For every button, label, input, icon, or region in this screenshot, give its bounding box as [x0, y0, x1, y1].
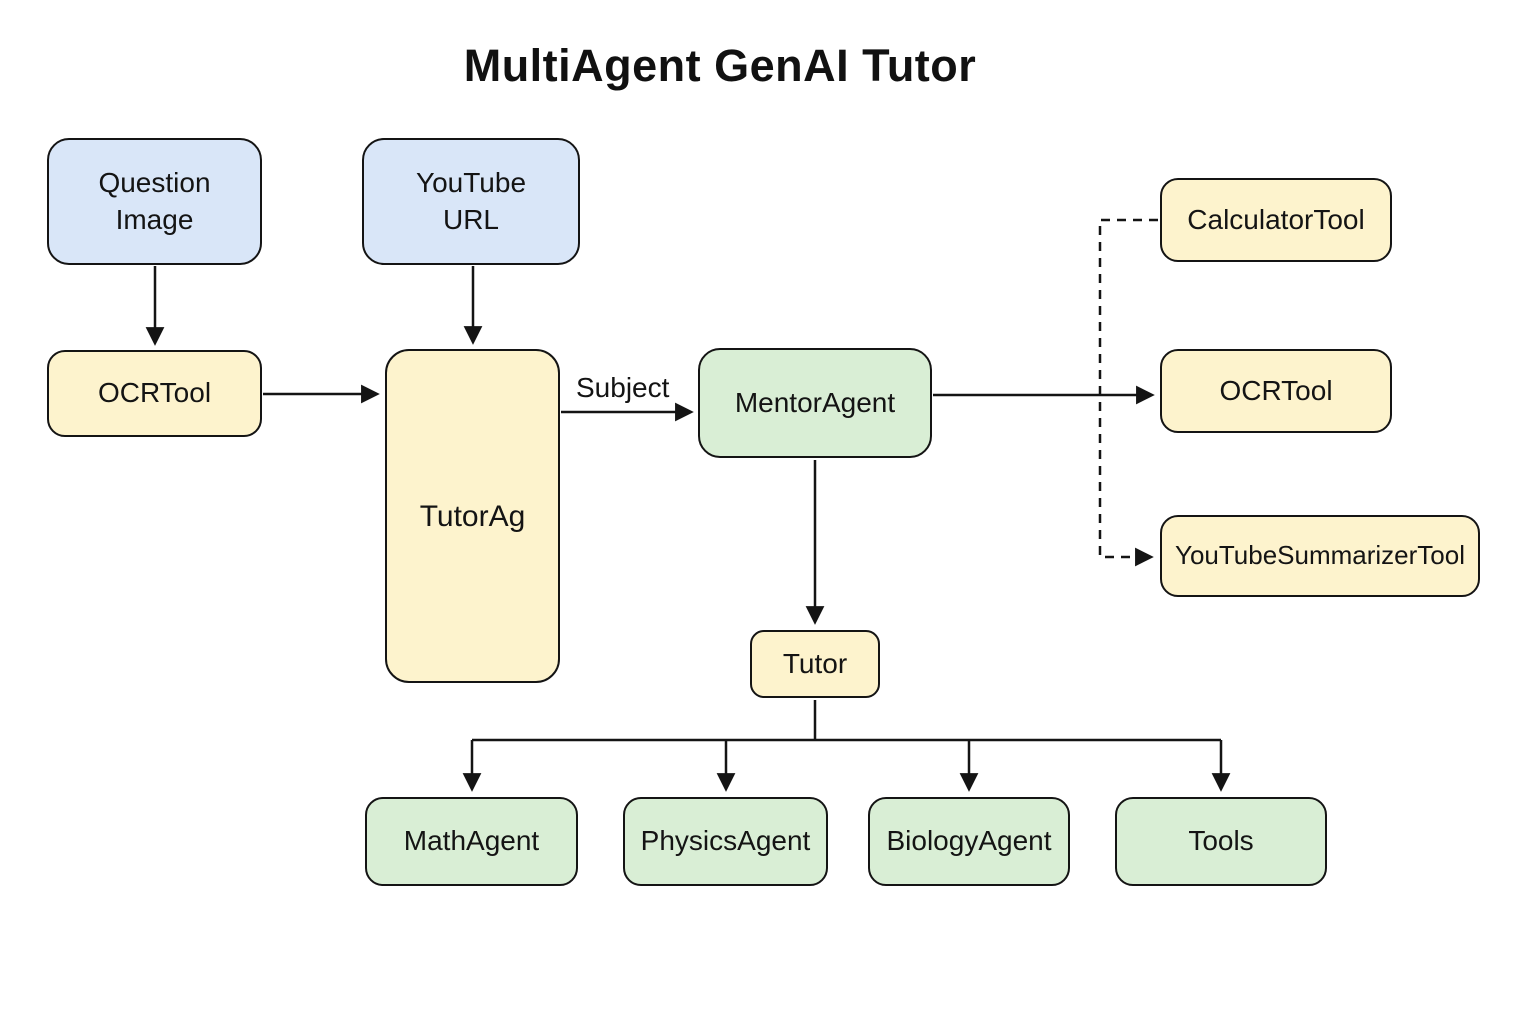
- node-mentor-agent-label: MentorAgent: [734, 386, 896, 418]
- node-tutor: Tutor: [750, 630, 880, 698]
- diagram-title: MultiAgent GenAI Tutor: [463, 40, 977, 91]
- node-ocr-tool-left: OCRTool: [47, 350, 262, 437]
- node-tutor-ag: TutorAg: [385, 349, 560, 683]
- node-ocr-tool-left-label: OCRTool: [97, 377, 212, 409]
- node-biology-agent: BiologyAgent: [868, 797, 1070, 886]
- node-math-agent: MathAgent: [365, 797, 578, 886]
- edge-dashed-calculatortool-youtubesummarizertool: [1098, 218, 1158, 567]
- edge-label-subject: Subject: [576, 372, 670, 403]
- node-tutor-ag-label: TutorAg: [419, 499, 526, 533]
- node-calculator-tool: CalculatorTool: [1160, 178, 1392, 262]
- node-mentor-agent: MentorAgent: [698, 348, 932, 458]
- node-tools-label: Tools: [1188, 825, 1254, 857]
- node-math-agent-label: MathAgent: [403, 825, 540, 857]
- node-physics-agent: PhysicsAgent: [623, 797, 828, 886]
- node-youtube-url: YouTube URL: [362, 138, 580, 265]
- node-question-image-label: Question Image: [98, 167, 211, 235]
- node-youtube-summarizer-tool-label: YouTubeSummarizerTool: [1175, 540, 1465, 571]
- node-youtube-summarizer-tool: YouTubeSummarizerTool: [1160, 515, 1480, 597]
- node-calculator-tool-label: CalculatorTool: [1187, 203, 1365, 235]
- node-tools: Tools: [1115, 797, 1327, 886]
- node-physics-agent-label: PhysicsAgent: [640, 825, 811, 857]
- node-ocr-tool-right: OCRTool: [1160, 349, 1392, 433]
- node-youtube-url-label: YouTube URL: [415, 167, 527, 235]
- node-question-image: Question Image: [47, 138, 262, 265]
- node-tutor-label: Tutor: [782, 647, 848, 679]
- node-ocr-tool-right-label: OCRTool: [1219, 374, 1333, 406]
- node-biology-agent-label: BiologyAgent: [886, 825, 1052, 857]
